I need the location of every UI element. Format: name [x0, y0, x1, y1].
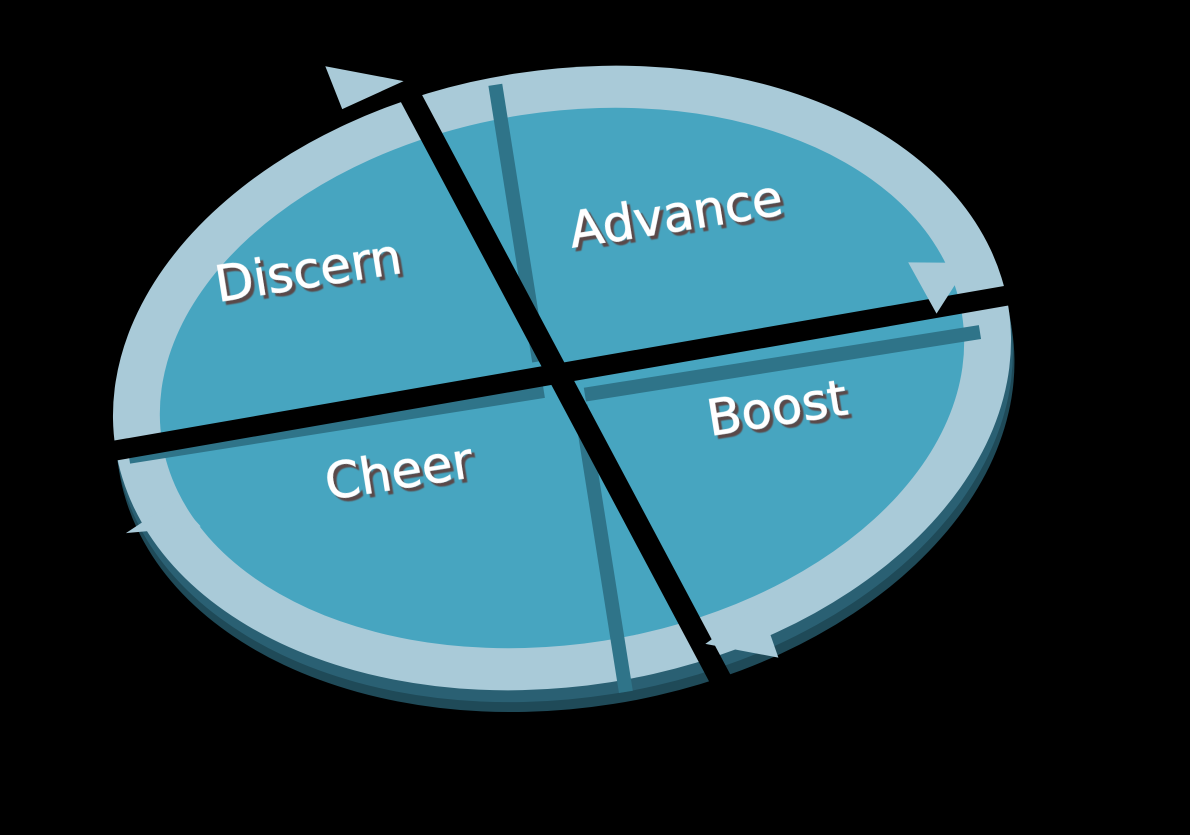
arrow-discern-to-advance-icon — [325, 66, 404, 110]
segment-gaps — [96, 74, 1027, 692]
arrow-cheer-to-discern-icon — [125, 499, 201, 534]
arrow-boost-to-cheer-icon — [705, 604, 779, 658]
arrow-advance-to-boost-icon — [908, 262, 970, 314]
